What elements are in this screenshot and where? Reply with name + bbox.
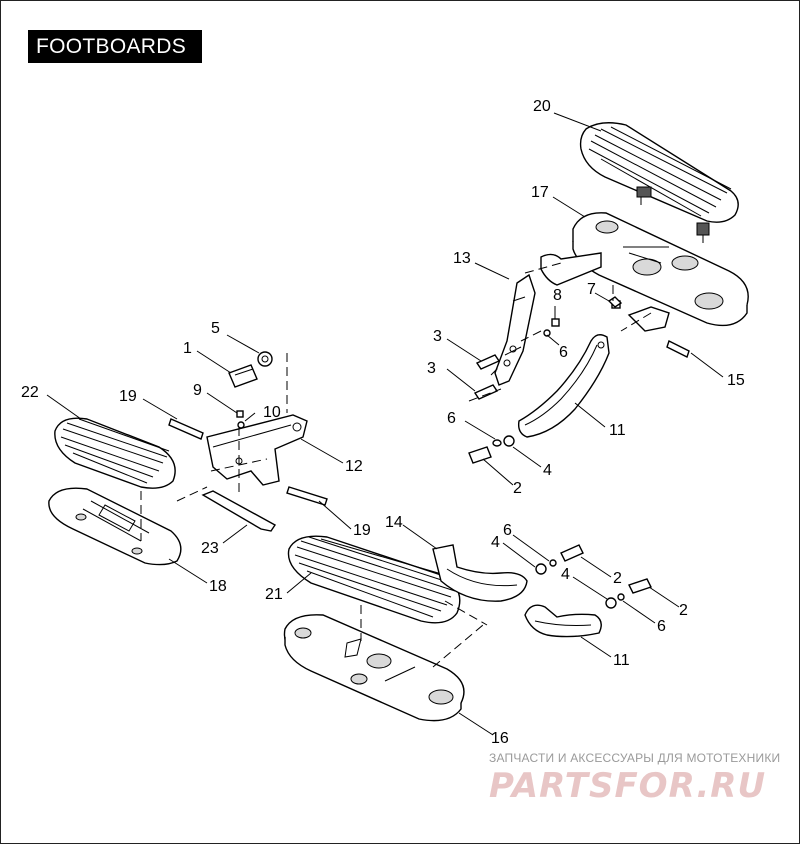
callout-2-mid: 2 — [513, 480, 522, 497]
part-11-arm-upper — [517, 334, 610, 438]
callout-15: 15 — [727, 372, 745, 389]
part-14-arm-lower — [432, 544, 528, 602]
part-23-plate — [201, 490, 277, 532]
callout-5: 5 — [211, 320, 220, 337]
hardware-bottom-right — [535, 544, 652, 609]
part-19-pins — [168, 418, 328, 506]
callout-6-bottom: 6 — [657, 618, 666, 635]
callout-7: 7 — [587, 281, 596, 298]
callout-2-lower-left: 2 — [613, 570, 622, 587]
part-11-arm-lower — [524, 604, 602, 638]
part-1-5-9-hardware — [228, 351, 273, 429]
callout-12: 12 — [345, 458, 363, 475]
callout-labels: 20 17 13 8 7 3 3 6 15 5 1 9 10 22 19 12 … — [21, 98, 745, 747]
callout-6-lower: 6 — [503, 522, 512, 539]
callout-4-lower-left: 4 — [491, 534, 500, 551]
watermark-tagline: ЗАПЧАСТИ И АКСЕССУАРЫ ДЛЯ МОТОТЕХНИКИ — [489, 751, 781, 765]
part-7-8-small — [607, 296, 623, 308]
part-21-bottom-pad — [287, 535, 461, 624]
part-20-footboard-pad — [579, 122, 739, 243]
part-17-footboard-base — [572, 212, 749, 327]
callout-14: 14 — [385, 514, 403, 531]
callout-1: 1 — [183, 340, 192, 357]
callout-17: 17 — [531, 184, 549, 201]
callout-10: 10 — [263, 404, 281, 421]
callout-11-upper: 11 — [609, 422, 626, 439]
callout-13: 13 — [453, 250, 471, 267]
watermark-logo: PARTSFOR.RU — [489, 766, 767, 806]
callout-21: 21 — [265, 586, 283, 603]
callout-6-mid: 6 — [447, 410, 456, 427]
callout-4-mid: 4 — [543, 462, 552, 479]
leader-lines — [46, 112, 724, 736]
callout-16: 16 — [491, 730, 509, 747]
callout-20: 20 — [533, 98, 551, 115]
callout-4-lower-right: 4 — [561, 566, 570, 583]
part-12-center-bracket — [206, 414, 308, 486]
callout-3-upper: 3 — [433, 328, 442, 345]
callout-19-lower: 19 — [353, 522, 371, 539]
part-16-bottom-base — [283, 614, 465, 722]
callout-11-lower: 11 — [613, 652, 630, 669]
callout-6-top: 6 — [559, 344, 568, 361]
callout-18: 18 — [209, 578, 227, 595]
part-13-bracket — [494, 252, 670, 386]
page-title: FOOTBOARDS — [28, 30, 202, 63]
callout-2-lower-right: 2 — [679, 602, 688, 619]
part-18-left-base — [48, 487, 182, 566]
callout-9: 9 — [193, 382, 202, 399]
callout-23: 23 — [201, 540, 219, 557]
callout-8: 8 — [553, 287, 562, 304]
alignment-lines — [140, 262, 652, 668]
callout-3-lower: 3 — [427, 360, 436, 377]
callout-22: 22 — [21, 384, 39, 401]
callout-19-upper: 19 — [119, 388, 137, 405]
part-22-left-pad — [54, 417, 176, 489]
